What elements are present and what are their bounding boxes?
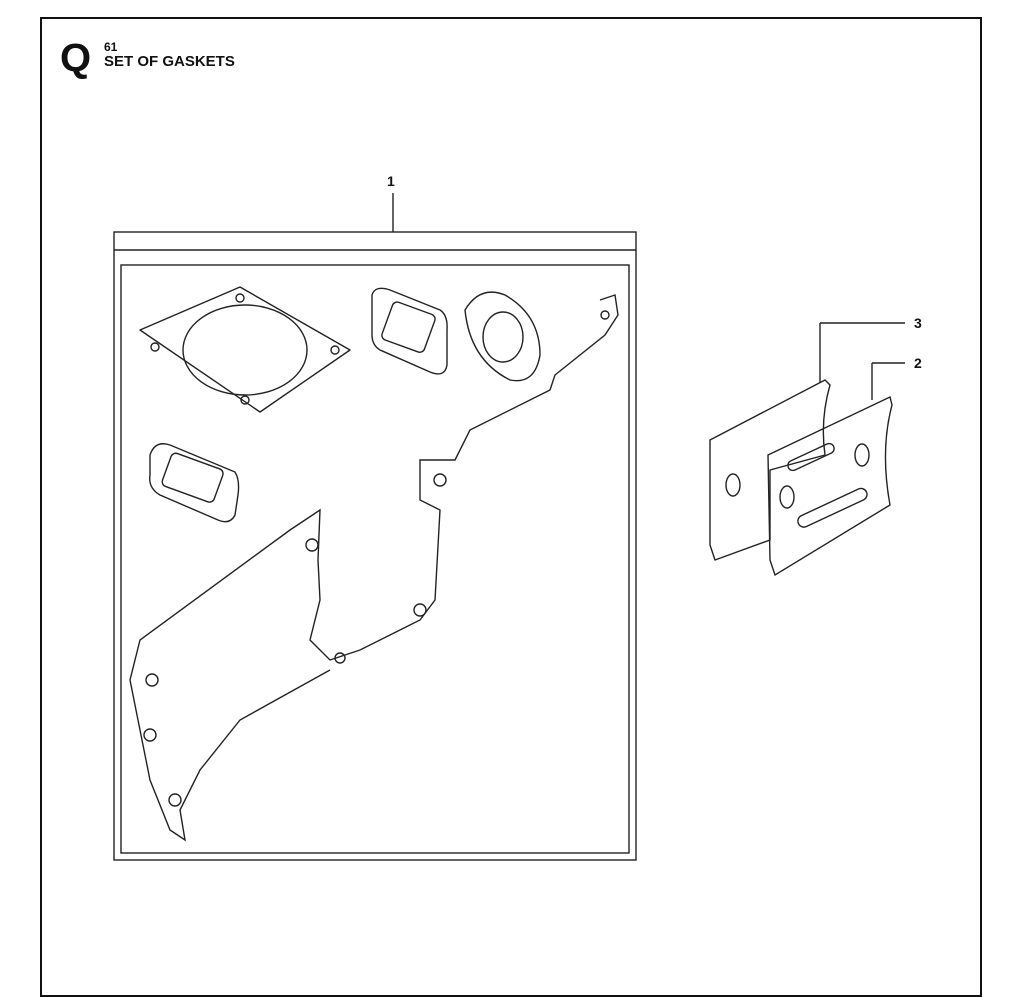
guide-plate-outer [709, 322, 905, 561]
crankcase-gasket [129, 294, 619, 842]
muffler-gasket-1 [371, 287, 448, 375]
muffler-gasket-2 [149, 443, 240, 523]
gasket-set-bag [113, 193, 637, 861]
page-number: 61 [104, 40, 118, 54]
callout-2: 2 [914, 355, 922, 371]
callout-3: 3 [914, 315, 922, 331]
guide-plate-inner [767, 362, 905, 577]
cylinder-gasket [139, 286, 351, 413]
intake-gasket [464, 291, 541, 382]
callout-1: 1 [387, 173, 395, 189]
page-title: SET OF GASKETS [104, 53, 235, 70]
parts-diagram [113, 193, 905, 861]
section-letter: Q [60, 36, 92, 80]
